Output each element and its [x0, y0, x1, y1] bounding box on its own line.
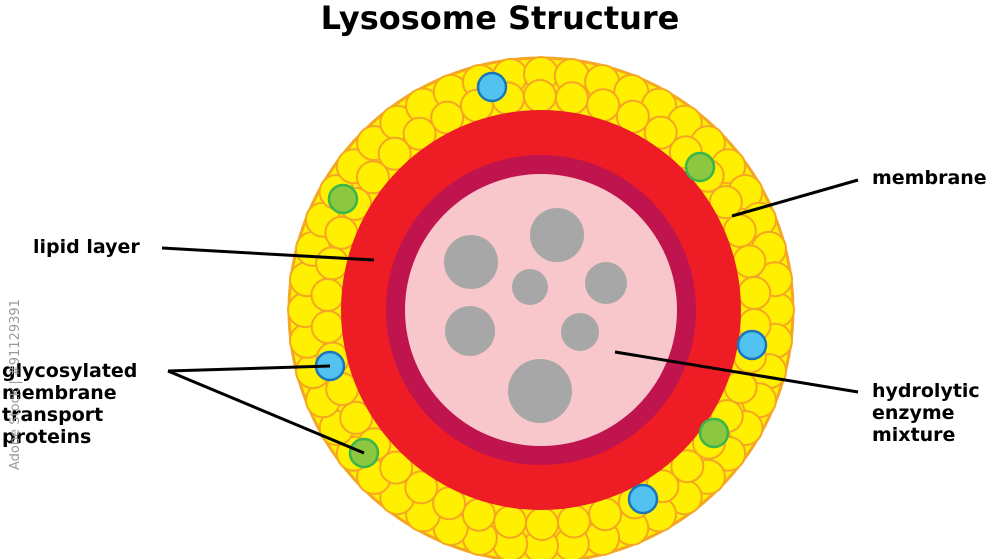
- enzyme-granule: [445, 306, 495, 356]
- leader-line-glyco-upper: [167, 364, 331, 373]
- lipid-bead: [670, 449, 705, 484]
- protein-blue: [736, 329, 768, 361]
- diagram-title: Lysosome Structure: [320, 0, 680, 37]
- label-lipid-layer: lipid layer: [33, 236, 140, 258]
- enzyme-granule: [444, 235, 498, 289]
- lipid-bead: [379, 450, 414, 485]
- lipid-bead: [586, 88, 621, 123]
- label-hydrolytic-enzyme-mixture: hydrolytic enzyme mixture: [872, 380, 980, 446]
- lipid-bead: [732, 244, 767, 279]
- lipid-bead: [525, 507, 559, 541]
- protein-green: [684, 151, 716, 183]
- protein-green: [327, 183, 359, 215]
- lipid-bead: [556, 504, 591, 539]
- lipid-bead: [315, 246, 350, 281]
- lipid-bead: [643, 115, 678, 150]
- lipid-bead: [377, 136, 412, 171]
- lipid-bead: [310, 310, 345, 344]
- protein-blue: [627, 483, 659, 515]
- label-glycosylated-proteins: glycosylated membrane transport proteins: [2, 360, 138, 448]
- lipid-bead: [588, 497, 623, 532]
- lipid-bead: [356, 160, 390, 195]
- lipid-bead: [708, 185, 743, 220]
- leader-line-membrane: [731, 178, 859, 218]
- leader-line-lipid: [161, 246, 375, 262]
- leader-line-enzyme: [614, 350, 859, 394]
- stock-watermark: Adobe Stock | #91129391: [8, 299, 23, 470]
- lipid-bead: [404, 470, 439, 505]
- label-membrane: membrane: [872, 167, 987, 189]
- lipid-bead: [402, 116, 437, 151]
- lipid-bead: [310, 278, 345, 312]
- lipid-bead: [493, 504, 528, 539]
- enzyme-granule: [561, 313, 599, 351]
- protein-blue: [476, 71, 508, 103]
- lipid-bead: [461, 497, 496, 532]
- leader-line-glyco-lower: [167, 369, 365, 455]
- lipid-bead: [523, 79, 557, 113]
- enzyme-granule: [512, 269, 548, 305]
- enzyme-granule: [585, 262, 627, 304]
- lipid-bead: [339, 400, 374, 435]
- enzyme-granule: [530, 208, 584, 262]
- membrane-inner-beads: [310, 79, 772, 541]
- enzyme-granule: [508, 359, 572, 423]
- lipid-bead: [554, 81, 589, 116]
- lipid-bead: [737, 276, 772, 310]
- protein-green: [698, 417, 730, 449]
